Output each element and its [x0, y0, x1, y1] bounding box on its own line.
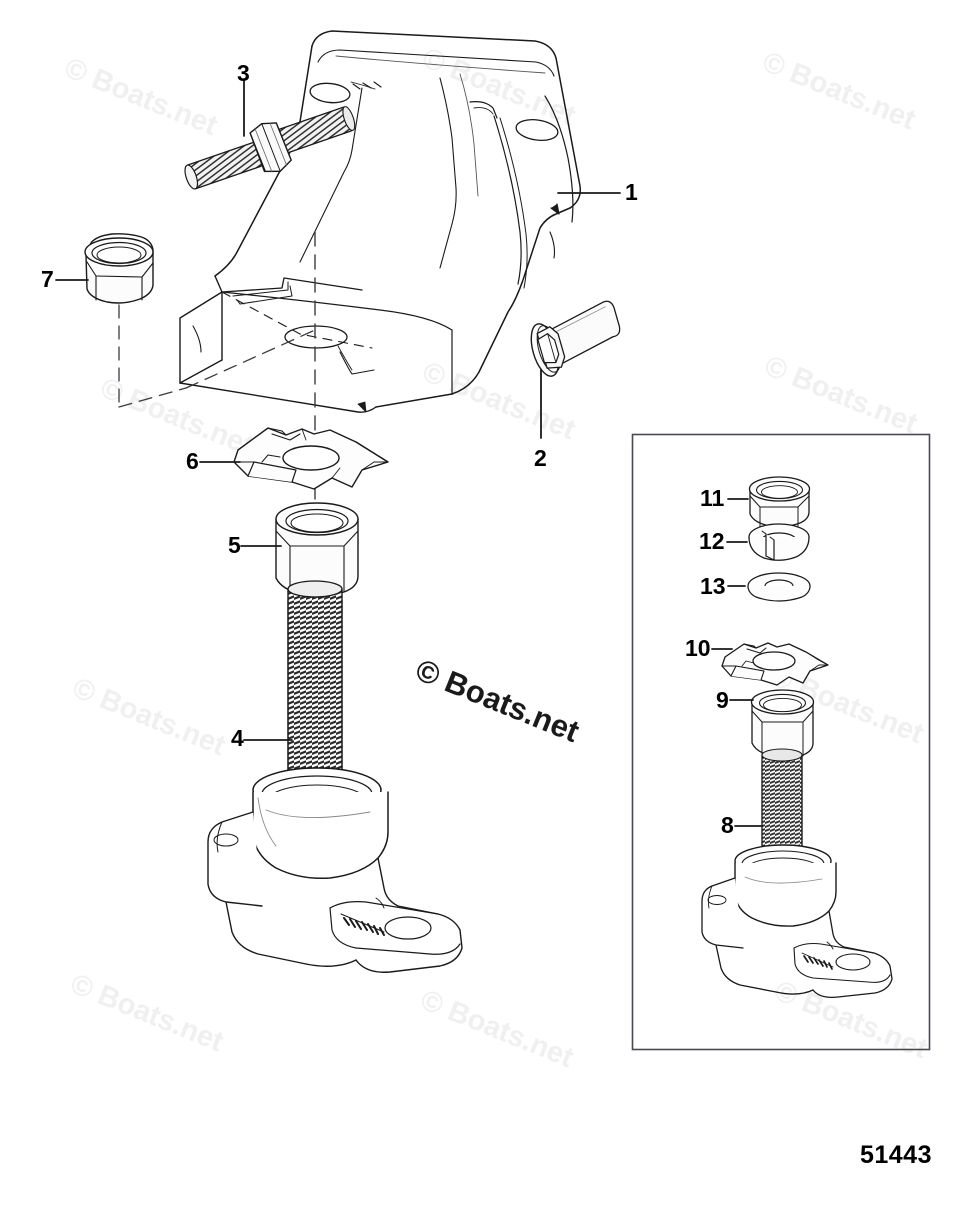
callout-number-13: 13	[700, 573, 726, 599]
callout-number-9: 9	[716, 687, 729, 713]
part-2-flange-head-bolt	[530, 300, 621, 377]
callout-number-2: 2	[534, 445, 547, 471]
part-9-hex-nut-tall	[750, 689, 815, 759]
inset-detail-box	[631, 433, 931, 1051]
part-3-threaded-stud	[184, 106, 356, 190]
part-5-hex-nut-tall	[275, 502, 359, 597]
callout-number-11: 11	[700, 485, 725, 511]
part-8-mount-assembly	[701, 748, 893, 998]
callout-number-7: 7	[41, 266, 54, 292]
callout-number-4: 4	[231, 725, 244, 751]
callout-number-5: 5	[228, 532, 241, 558]
callout-number-10: 10	[685, 635, 711, 661]
part-12-split-lock-washer	[748, 523, 810, 561]
part-13-flat-washer	[747, 572, 811, 602]
part-11-nylon-lock-nut	[748, 476, 811, 528]
callout-leader-lines	[55, 79, 763, 827]
callout-number-3: 3	[237, 60, 250, 86]
part-6-tab-lock-washer	[233, 427, 389, 490]
assembly-centerline-left	[118, 304, 316, 408]
callout-number-12: 12	[699, 528, 725, 554]
diagram-number: 51443	[859, 1141, 932, 1169]
part-1-engine-mount-bracket	[179, 30, 582, 413]
callout-number-8: 8	[721, 812, 734, 838]
callout-number-1: 1	[625, 179, 638, 205]
part-10-tab-lock-washer	[721, 642, 829, 686]
callout-number-6: 6	[186, 448, 199, 474]
part-4-mount-assembly	[207, 580, 463, 973]
part-7-nylon-lock-nut	[84, 233, 154, 304]
